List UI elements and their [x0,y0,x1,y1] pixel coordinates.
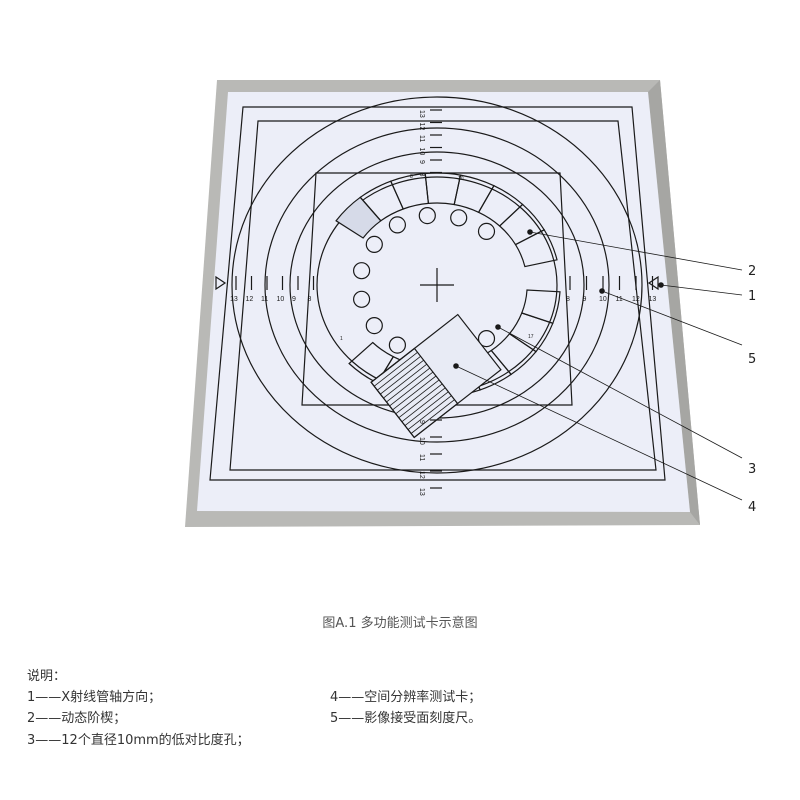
ruler-label: 9 [418,160,425,164]
test-card-photo: 13 12 11 10 9 8 8 9 10 11 12 13 13 12 11 10 9 8 9 10 11 12 13 8… [185,80,743,527]
ruler-label: 10 [418,148,425,156]
concentric-circle [231,96,643,474]
ruler-label: 8 [308,296,312,303]
callout-5: 5 [748,352,757,367]
line-pair [392,375,437,411]
legend-item-1: 1——X射线管轴方向； [27,690,162,705]
frame-shade [648,80,700,525]
ruler-label: 10 [418,437,425,445]
line-pair [386,367,431,403]
leader-arrowhead [495,324,501,330]
low-contrast-hole [365,317,383,335]
low-contrast-hole [388,336,406,354]
leader-line [529,231,743,271]
leader-line [601,290,743,346]
concentric-circle [264,127,610,443]
leader-line [455,365,743,501]
legend-item-5: 5——影像接受面刻度尺。 [330,711,482,726]
step-wedge-segment [514,229,558,268]
callout-1: 1 [748,289,757,304]
low-contrast-hole [477,222,496,240]
ruler-label: 11 [261,296,268,303]
ruler-label: 10 [277,296,285,303]
legend-item-2: 2——动态阶楔； [27,711,127,726]
ruler-label: 11 [616,296,623,303]
line-pair [407,395,452,430]
center-square [301,172,573,406]
outer-field-rect [209,106,666,481]
leader-line [660,284,743,296]
figure-caption: 图A.1 多功能测试卡示意图 [322,616,478,631]
ruler-label: 9 [583,296,587,303]
line-pair [377,355,421,391]
wedge-label: 10 [458,176,464,182]
low-contrast-hole [353,290,371,308]
step-wedge-segment [348,341,395,384]
low-contrast-hole [477,330,496,348]
ruler-label: 12 [246,296,254,303]
x-ray-axis-triangle [647,275,659,291]
low-contrast-hole [450,209,468,227]
callout-3: 3 [748,462,757,477]
line-pair [410,399,455,434]
ruler-label: 8 [418,173,425,177]
wedge-label: 8 [410,174,413,180]
line-pair [395,379,440,415]
line-pair [401,387,446,422]
wedge-label: 1 [340,336,343,342]
low-contrast-hole [418,207,436,225]
line-pair [398,383,443,419]
ruler-label: 12 [418,123,425,131]
legend-item-3: 3——12个直径10mm的低对比度孔； [27,733,250,748]
ruler-label: 9 [418,420,425,424]
inner-field-rect [229,120,657,471]
ruler-label: 13 [230,296,238,303]
callout-4: 4 [748,500,757,515]
ruler-label: 10 [599,296,607,303]
leader-arrowhead [453,363,459,369]
ruler-label: 13 [649,296,657,303]
x-ray-axis-triangle [215,275,227,291]
low-contrast-hole [353,262,371,280]
leader-arrowhead [599,288,605,294]
leader-arrowhead [658,282,664,288]
low-contrast-hole [365,235,383,253]
wedge-label: 17 [528,334,534,340]
line-pair [404,391,449,426]
leader-arrowhead [527,229,533,235]
resolution-card [370,313,502,439]
ruler-label: 13 [418,488,425,496]
ruler-label: 12 [632,296,640,303]
line-pair [380,359,424,395]
low-contrast-hole [388,216,406,234]
legend-title: 说明： [27,669,67,684]
ruler-label: 13 [418,110,425,118]
ruler-label: 12 [418,471,425,479]
ruler-label: 8 [566,296,570,303]
line-pair [389,371,434,407]
line-pair [383,363,428,399]
ruler-label: 9 [292,296,296,303]
leader-line [497,326,743,459]
legend-item-4: 4——空间分辨率测试卡； [330,690,482,705]
line-pair [373,352,418,387]
panel [197,92,690,512]
ruler-label: 11 [418,135,425,142]
callout-2: 2 [748,264,757,279]
ruler-label: 11 [418,454,425,461]
